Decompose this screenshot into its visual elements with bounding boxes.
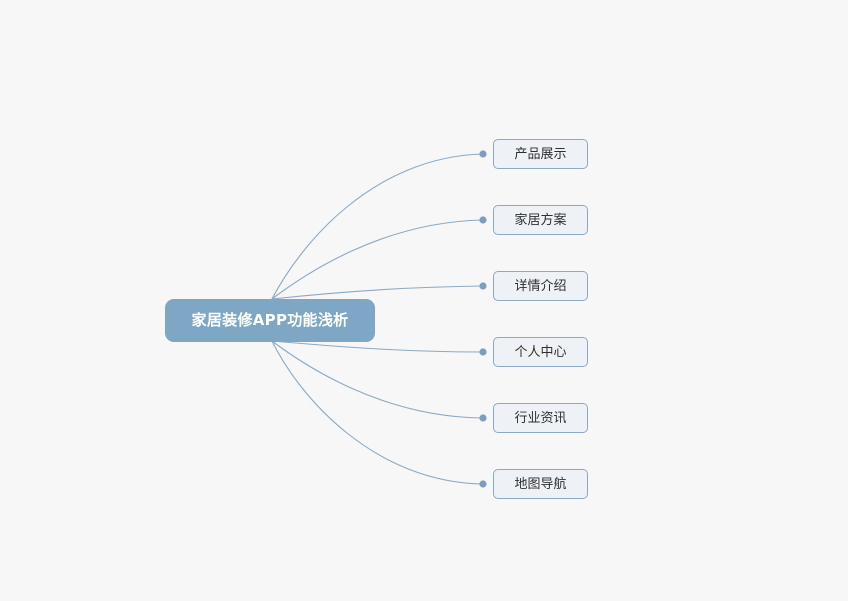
connector-curve bbox=[271, 219, 484, 300]
branch-node-label: 产品展示 bbox=[514, 146, 567, 162]
connector-dot bbox=[479, 216, 487, 224]
connector-curve bbox=[271, 340, 484, 419]
branch-node-label: 详情介绍 bbox=[514, 278, 567, 294]
central-node[interactable]: 家居装修APP功能浅析 bbox=[165, 299, 375, 342]
connector-dot bbox=[479, 282, 487, 290]
branch-node[interactable]: 家居方案 bbox=[493, 205, 588, 235]
connector-curve bbox=[271, 340, 484, 485]
connector-curve bbox=[271, 285, 484, 300]
connector-dot bbox=[479, 480, 487, 488]
connector-curve bbox=[271, 153, 484, 300]
branch-node[interactable]: 产品展示 bbox=[493, 139, 588, 169]
branch-node-label: 个人中心 bbox=[514, 344, 567, 360]
branch-node[interactable]: 个人中心 bbox=[493, 337, 588, 367]
connector-dot bbox=[479, 150, 487, 158]
branch-node[interactable]: 详情介绍 bbox=[493, 271, 588, 301]
connector-curve bbox=[271, 340, 484, 353]
branch-node-label: 地图导航 bbox=[514, 476, 567, 492]
connector-dot bbox=[479, 348, 487, 356]
connector-dot bbox=[479, 414, 487, 422]
branch-node-label: 行业资讯 bbox=[514, 410, 567, 426]
branch-node[interactable]: 地图导航 bbox=[493, 469, 588, 499]
branch-node-label: 家居方案 bbox=[514, 212, 567, 228]
branch-node[interactable]: 行业资讯 bbox=[493, 403, 588, 433]
central-node-label: 家居装修APP功能浅析 bbox=[191, 311, 349, 329]
connector-dots bbox=[479, 150, 487, 488]
